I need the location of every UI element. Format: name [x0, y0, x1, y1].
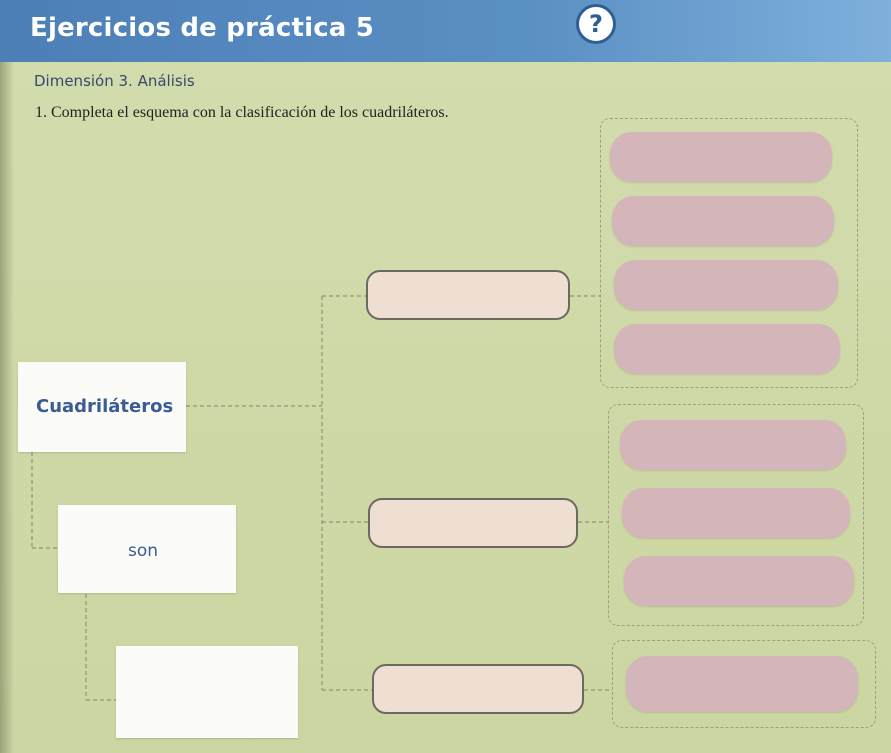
group-frame-3: [612, 640, 876, 728]
category-box-1[interactable]: [366, 270, 570, 320]
answer-box-blank[interactable]: [116, 646, 298, 738]
subcategory-pill[interactable]: [620, 420, 846, 470]
category-box-3[interactable]: [372, 664, 584, 714]
subcategory-pill[interactable]: [626, 656, 858, 712]
connector-label: son: [128, 541, 159, 561]
category-box-2[interactable]: [368, 498, 578, 548]
subcategory-pill[interactable]: [612, 196, 834, 246]
question-icon[interactable]: ?: [576, 4, 616, 44]
subcategory-pill[interactable]: [614, 260, 838, 310]
group-frame-1: [600, 118, 858, 388]
subcategory-pill[interactable]: [624, 556, 854, 606]
dimension-subtitle: Dimensión 3. Análisis: [34, 72, 195, 90]
header-bar: Ejercicios de práctica 5 ?: [0, 0, 891, 62]
subcategory-pill[interactable]: [610, 132, 832, 182]
son-box: [58, 505, 236, 593]
root-box: [18, 362, 186, 452]
page-title: Ejercicios de práctica 5: [30, 13, 375, 43]
root-label: Cuadriláteros: [36, 396, 174, 417]
exercise-instruction: 1. Completa el esquema con la clasificac…: [35, 104, 449, 121]
page-edge: [0, 0, 14, 753]
subcategory-pill[interactable]: [622, 488, 850, 538]
subcategory-pill[interactable]: [614, 324, 840, 374]
group-frame-2: [608, 404, 864, 626]
